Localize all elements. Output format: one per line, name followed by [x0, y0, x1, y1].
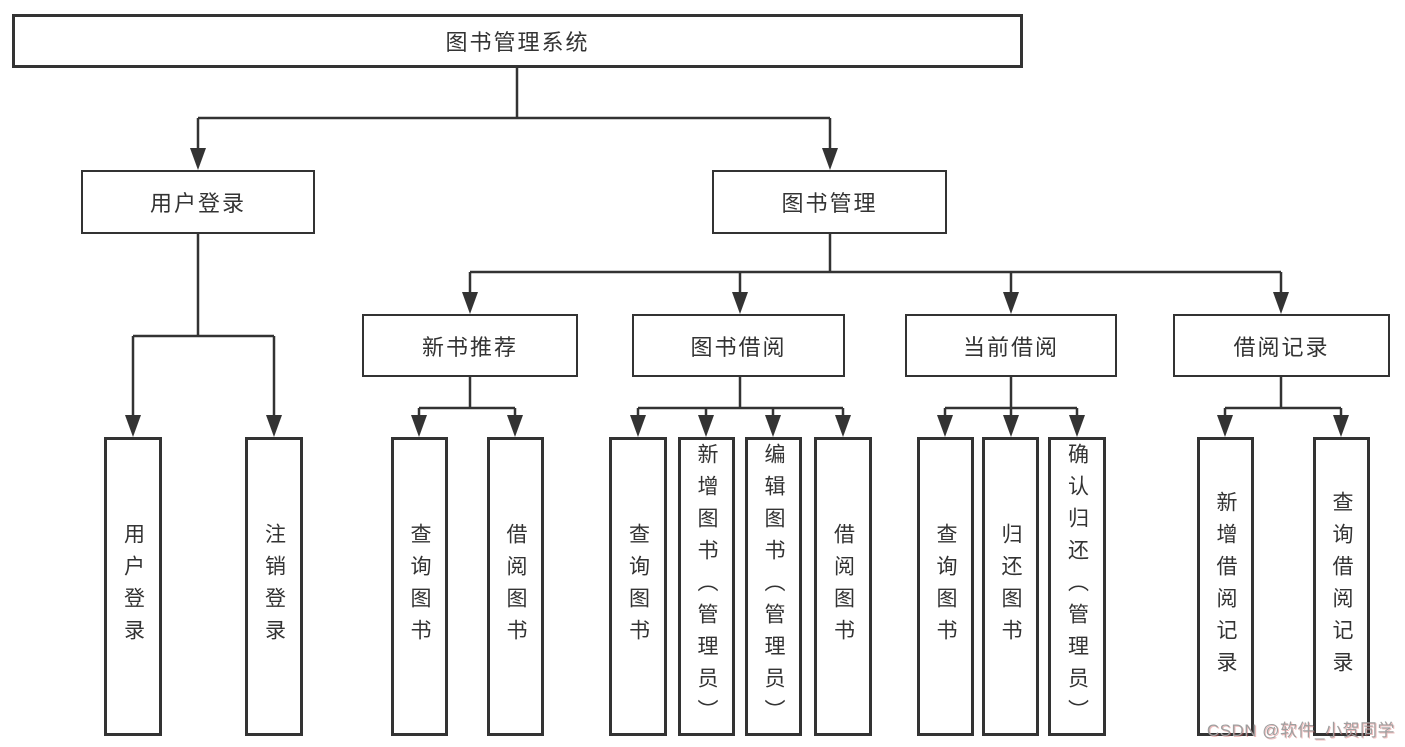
- csdn-watermark: CSDN @软件_小贺同学: [1206, 721, 1395, 740]
- node-new-book-recommend: 新书推荐: [362, 314, 578, 377]
- node-book-borrow-label: 图书借阅: [690, 334, 787, 360]
- leaf-query-borrow-record: 查询借阅记录: [1313, 437, 1370, 736]
- leaf-return-books-label: 归还图书: [999, 522, 1022, 651]
- leaf-query-books-borrow-label: 查询图书: [626, 522, 650, 651]
- leaf-borrow-books-recommend-label: 借阅图书: [504, 522, 527, 651]
- arrowheads: [125, 148, 1349, 437]
- node-borrow-records-label: 借阅记录: [1233, 334, 1330, 360]
- node-book-management-label: 图书管理: [781, 191, 878, 216]
- leaf-edit-book-admin-label: 编辑图书（管理员）: [762, 442, 785, 731]
- node-root-system: 图书管理系统: [12, 14, 1023, 68]
- leaf-return-books: 归还图书: [982, 437, 1039, 736]
- node-borrow-records: 借阅记录: [1173, 314, 1390, 377]
- leaf-logout-login: 注销登录: [245, 437, 303, 736]
- leaf-edit-book-admin: 编辑图书（管理员）: [745, 437, 802, 736]
- node-current-borrow: 当前借阅: [905, 314, 1117, 377]
- leaf-user-login-label: 用户登录: [121, 522, 145, 651]
- leaf-add-book-admin-label: 新增图书（管理员）: [695, 442, 718, 731]
- node-root-label: 图书管理系统: [445, 30, 590, 55]
- leaf-add-borrow-record: 新增借阅记录: [1197, 437, 1254, 736]
- leaf-add-book-admin: 新增图书（管理员）: [678, 437, 735, 736]
- leaf-add-borrow-record-label: 新增借阅记录: [1214, 490, 1237, 683]
- node-book-borrow: 图书借阅: [632, 314, 845, 377]
- leaf-confirm-return-admin: 确认归还（管理员）: [1048, 437, 1106, 736]
- node-user-login: 用户登录: [81, 170, 315, 234]
- leaf-query-borrow-record-label: 查询借阅记录: [1330, 490, 1353, 683]
- leaf-logout-login-label: 注销登录: [262, 522, 286, 651]
- leaf-borrow-books-recommend: 借阅图书: [487, 437, 544, 736]
- node-current-borrow-label: 当前借阅: [962, 334, 1059, 360]
- leaf-query-books-recommend: 查询图书: [391, 437, 448, 736]
- leaf-query-books-borrow: 查询图书: [609, 437, 667, 736]
- leaf-query-books-current: 查询图书: [917, 437, 974, 736]
- leaf-borrow-books-borrow: 借阅图书: [814, 437, 872, 736]
- leaf-borrow-books-borrow-label: 借阅图书: [831, 522, 855, 651]
- leaf-confirm-return-admin-label: 确认归还（管理员）: [1065, 442, 1089, 731]
- leaf-query-books-current-label: 查询图书: [934, 522, 957, 651]
- node-user-login-label: 用户登录: [149, 191, 246, 216]
- node-book-management: 图书管理: [712, 170, 947, 234]
- node-new-book-recommend-label: 新书推荐: [421, 334, 518, 360]
- leaf-query-books-recommend-label: 查询图书: [408, 522, 431, 651]
- leaf-user-login: 用户登录: [104, 437, 162, 736]
